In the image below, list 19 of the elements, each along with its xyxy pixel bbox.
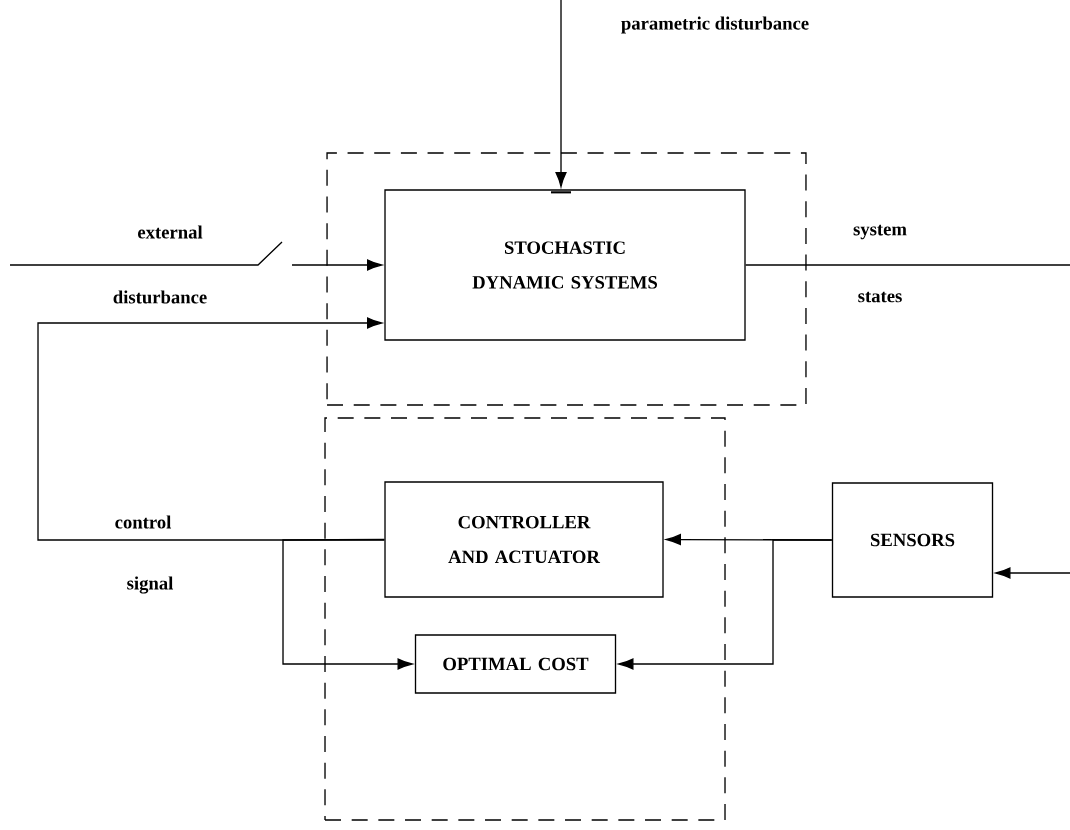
dashed-group-box	[326, 152, 807, 406]
signal-label: parametric disturbance	[621, 16, 809, 34]
signal-label: disturbance	[113, 290, 207, 304]
arrow	[37, 317, 385, 541]
signal-label: states	[858, 291, 902, 303]
signal-label: external	[138, 225, 203, 239]
arrow	[9, 241, 383, 271]
process-box: STOCHASTIC DYNAMIC SYSTEMS	[384, 189, 746, 341]
signal-label: signal	[127, 576, 174, 594]
signal-label: control	[115, 515, 172, 529]
process-box: CONTROLLER AND ACTUATOR	[384, 481, 664, 598]
arrow	[995, 567, 1070, 579]
signal-label: system	[853, 224, 907, 240]
arrow	[282, 538, 413, 670]
dashed-group-box	[324, 417, 726, 821]
arrow	[618, 539, 833, 670]
process-box: SENSORS	[831, 482, 994, 598]
arrow	[555, 0, 567, 188]
process-box: OPTIMAL COST	[414, 634, 617, 694]
